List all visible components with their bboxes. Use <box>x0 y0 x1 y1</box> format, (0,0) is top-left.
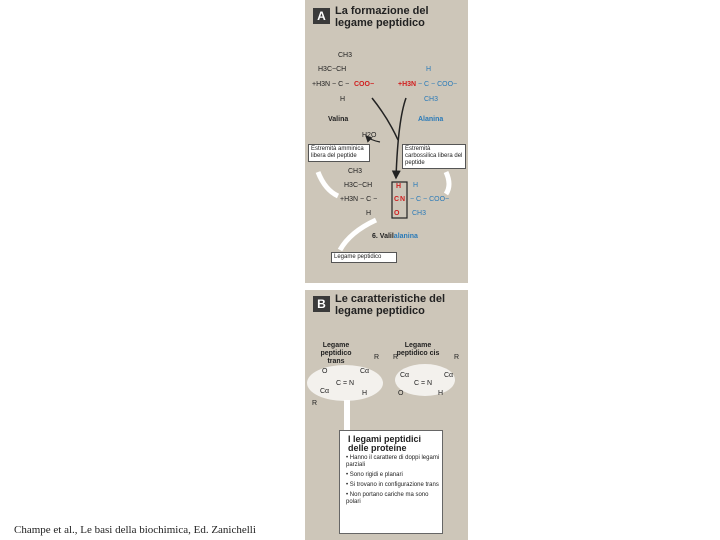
label-carboxyl-terminus: Estremità carbossilica libera del peptid… <box>402 144 466 169</box>
reaction-arrow-right <box>391 97 407 180</box>
product-h-left: H <box>366 210 372 217</box>
property-item: • Sono rigidi e planari <box>346 472 403 478</box>
carboxyl-callout-arrow <box>443 170 452 196</box>
cis-o: O <box>398 390 404 397</box>
cis-r-right: R <box>454 354 460 361</box>
trans-c-alpha-right: Cα <box>360 368 370 375</box>
cis-bond-label: Legame peptidico cis <box>396 342 440 357</box>
cis-c-alpha-left: Cα <box>400 372 410 379</box>
valine-coo: COO− <box>354 81 375 88</box>
product-ch3: CH3 <box>348 168 363 175</box>
panel-a-title: La formazione del legame peptidico <box>335 5 465 29</box>
panel-a-letter: A <box>313 8 330 24</box>
alanine-name: Alanina <box>418 116 444 123</box>
bond-callout-arrow <box>337 217 378 252</box>
product-n: N <box>400 196 406 203</box>
label-amino-terminus: Estremità amminica libera del peptide <box>308 144 370 162</box>
panel-a-title-line1: La formazione del <box>335 5 429 17</box>
source-caption: Champe et al., Le basi della biochimica,… <box>14 524 256 536</box>
reaction-arrow-left <box>371 97 399 141</box>
product-h-right: H <box>413 182 419 189</box>
trans-c-alpha-left: Cα <box>320 388 330 395</box>
panel-b-letter: B <box>313 296 330 312</box>
panel-a-title-line2: legame peptidico <box>335 17 425 29</box>
product-name-prefix: 6. Valil <box>372 233 394 240</box>
water-release-arrow <box>365 135 381 143</box>
trans-molecule-highlight <box>307 365 383 401</box>
cis-c-alpha-right: Cα <box>444 372 454 379</box>
panel-b-title: Le caratteristiche del legame peptidico <box>335 293 465 317</box>
peptide-bond-box <box>391 181 408 219</box>
property-item: • Hanno il carattere di doppi legami par… <box>346 455 440 468</box>
product-c: C <box>394 196 400 203</box>
product-name: 6. Valilalanina <box>372 233 418 241</box>
panel-b-title-line2: legame peptidico <box>335 305 425 317</box>
alanine-ch3: CH3 <box>424 96 439 103</box>
properties-box-title: I legami peptidici delle proteine <box>348 434 422 453</box>
amino-callout-arrow <box>315 171 340 199</box>
property-item: • Si trovano in configurazione trans <box>346 482 439 488</box>
product-c-coo: − C − COO− <box>410 196 450 203</box>
valine-name: Valina <box>328 116 349 123</box>
product-o: O <box>394 210 400 217</box>
panel-b-title-line1: Le caratteristiche del <box>335 293 446 305</box>
alanine-h: H <box>426 66 432 73</box>
valine-h3c-ch: H3C−CH <box>318 66 347 73</box>
product-h3c-ch: H3C−CH <box>344 182 373 189</box>
cis-molecule-highlight <box>395 364 455 396</box>
product-h3n: +H3N − C − <box>340 196 378 203</box>
cis-r-left: R <box>393 354 399 361</box>
panel-peptide-bond-formation: A La formazione del legame peptidico <box>305 0 468 283</box>
trans-r-bottom: R <box>312 400 318 407</box>
product-h-top: H <box>396 183 402 190</box>
trans-c-eq-n: C = N <box>336 380 355 387</box>
peptide-bond-properties-box: I legami peptidici delle proteine • Hann… <box>339 430 443 534</box>
trans-bond-label: Legame peptidico trans <box>320 342 352 365</box>
valine-h3n: +H3N − C − <box>312 81 350 88</box>
cis-c-eq-n: C = N <box>414 380 433 387</box>
trans-o: O <box>322 368 328 375</box>
valine-h: H <box>340 96 346 103</box>
product-name-suffix: alanina <box>393 233 418 240</box>
valine-ch3: CH3 <box>338 52 353 59</box>
property-item: • Non portano cariche ma sono polari <box>346 492 429 505</box>
properties-list: • Hanno il carattere di doppi legami par… <box>346 455 440 509</box>
trans-r-top: R <box>374 354 380 361</box>
product-ch3-right: CH3 <box>412 210 427 217</box>
alanine-h3n: +H3N <box>398 81 417 88</box>
cis-h: H <box>438 390 444 397</box>
trans-h: H <box>362 390 368 397</box>
water-label: H2O <box>362 132 377 139</box>
alanine-c-coo: − C − COO− <box>418 81 458 88</box>
label-peptide-bond: Legame peptidico <box>331 252 397 263</box>
